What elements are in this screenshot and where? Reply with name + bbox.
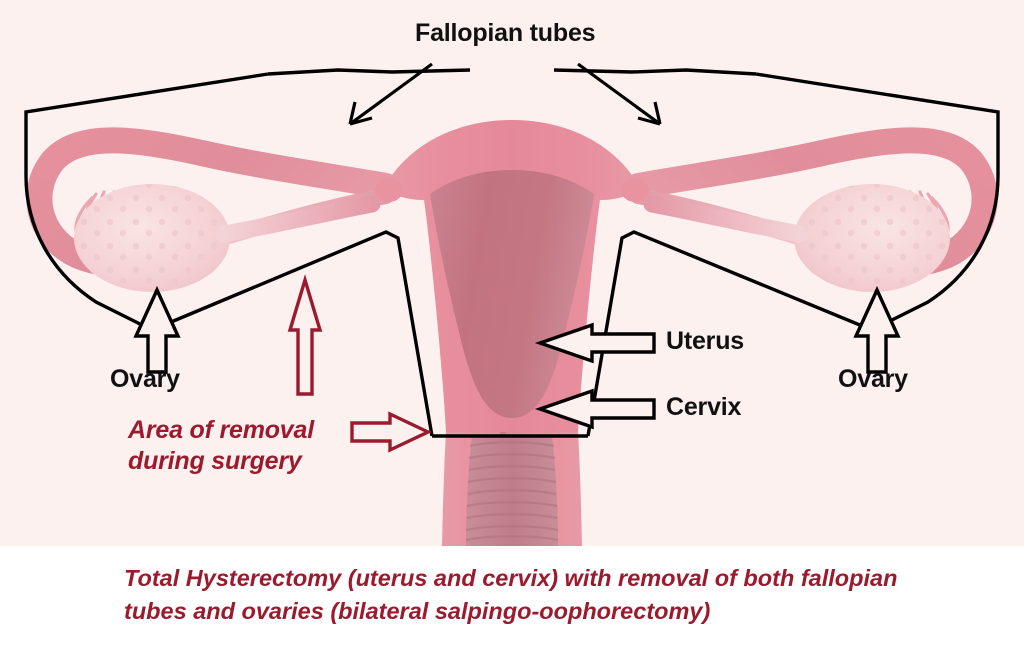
figure-caption-line2: tubes and ovaries (bilateral salpingo-oo… [124, 598, 711, 625]
label-area-of-removal-line1: Area of removal [128, 416, 314, 444]
cornu-left [375, 178, 403, 202]
cornu-right [621, 178, 649, 202]
removal-arrow-right [350, 411, 432, 453]
figure-caption: Total Hysterectomy (uterus and cervix) w… [0, 546, 1024, 646]
endometrial-cavity [430, 170, 594, 418]
anatomy-panel: Fallopian tubes Ovary Ovary Uterus Cervi… [0, 0, 1024, 546]
ovarian-ligament-right [643, 195, 809, 243]
label-fallopian-tubes: Fallopian tubes [415, 19, 596, 47]
label-area-of-removal: Area of removal during surgery [128, 415, 314, 476]
ovary-left-pointer-arrow [133, 285, 181, 374]
ovary-right-pointer-arrow [853, 285, 901, 374]
removal-arrow-up [287, 274, 323, 396]
ovary-right-follicles [794, 184, 950, 292]
ovarian-ligament-left [215, 195, 381, 243]
fallopian-tubes-arrow-left [348, 62, 433, 126]
fallopian-tubes-arrow-right [577, 62, 662, 126]
label-cervix: Cervix [666, 393, 742, 421]
uterus-pointer-arrow [534, 322, 656, 364]
cervix-pointer-arrow [534, 388, 656, 430]
figure-caption-line1: Total Hysterectomy (uterus and cervix) w… [124, 565, 898, 591]
label-ovary-left: Ovary [110, 365, 180, 393]
reproductive-anatomy-illustration [24, 62, 1000, 546]
label-area-of-removal-line2: during surgery [128, 446, 302, 475]
label-ovary-right: Ovary [838, 365, 908, 393]
vaginal-rugae [465, 441, 559, 542]
ovary-left-follicles [74, 184, 230, 292]
label-uterus: Uterus [666, 327, 744, 355]
